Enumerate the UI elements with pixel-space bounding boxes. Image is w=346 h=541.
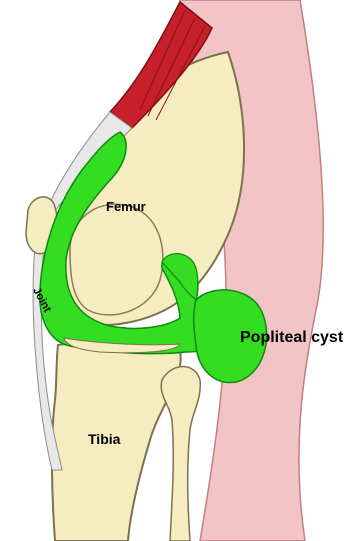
fibula-bone: [161, 367, 200, 541]
tibia-label: Tibia: [88, 432, 120, 446]
femoral-condyle: [70, 204, 163, 315]
popliteal-cyst-label: Popliteal cyst: [240, 330, 343, 346]
femur-label: Femur: [106, 200, 146, 213]
